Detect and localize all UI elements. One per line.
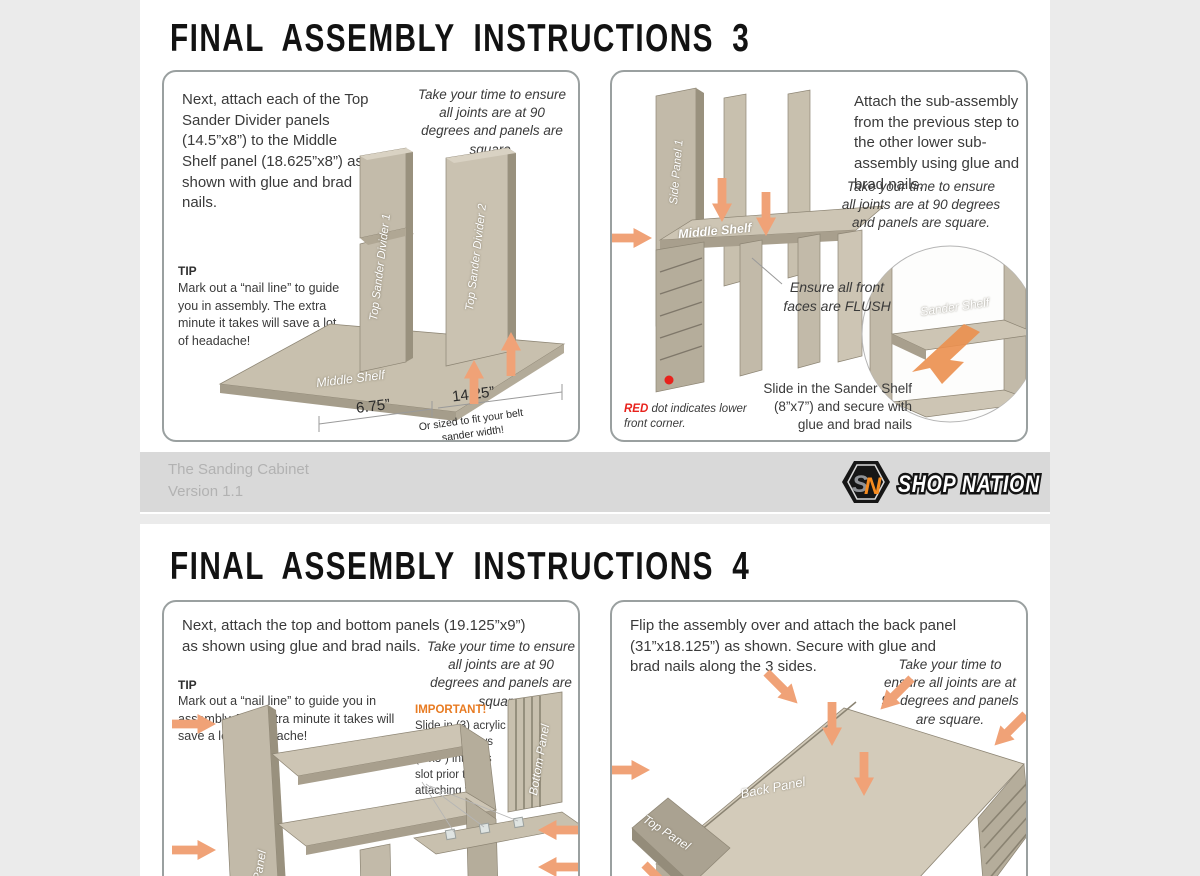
tip-heading: TIP (178, 264, 197, 278)
logo-letter-s: S (852, 471, 868, 498)
quality-note: Take your time to ensure all joints are … (881, 657, 1019, 727)
document-info: The Sanding Cabinet Version 1.1 (168, 459, 309, 503)
diagram-subassembly (655, 87, 1026, 423)
tip-heading: TIP (178, 678, 197, 692)
step-panel-join-subassemblies: Attach the sub-assembly from the previou… (610, 70, 1028, 442)
page-title: FINAL ASSEMBLY INSTRUCTIONS 3 (170, 16, 751, 60)
flush-note: Ensure all front faces are FLUSH (783, 279, 891, 314)
version: Version 1.1 (168, 482, 244, 500)
diagram-back-panel (631, 701, 1026, 876)
product-name: The Sanding Cabinet (168, 461, 309, 478)
instruction-text: Next, attach the top and bottom panels (… (182, 617, 526, 655)
page-instructions-4: FINAL ASSEMBLY INSTRUCTIONS 4 Next, atta… (140, 524, 1050, 876)
logo-text: SHOP NATION (898, 471, 1040, 498)
red-dot-note: RED dot indicates lower front corner. (624, 402, 754, 432)
quality-note: Take your time to ensure all joints are … (841, 179, 1001, 231)
important-heading: IMPORTANT! (415, 704, 487, 716)
page-instructions-3: FINAL ASSEMBLY INSTRUCTIONS 3 Next, atta… (140, 0, 1050, 514)
step-panel-top-bottom-panels: Next, attach the top and bottom panels (… (162, 600, 580, 876)
page-title: FINAL ASSEMBLY INSTRUCTIONS 4 (170, 544, 751, 588)
step-panel-attach-dividers: Next, attach each of the Top Sander Divi… (162, 70, 580, 442)
step-panel-back-panel: Flip the assembly over and attach the ba… (610, 600, 1028, 876)
slide-in-note: Slide in the Sander Shelf (8”x7”) and se… (763, 381, 912, 433)
instruction-text: Flip the assembly over and attach the ba… (630, 617, 957, 676)
shop-nation-logo: S N SHOP NATION (842, 461, 1042, 503)
tip-text: Mark out a “nail line” to guide you in a… (178, 281, 340, 348)
instruction-text: Next, attach each of the Top Sander Divi… (182, 91, 369, 212)
diagram-top-bottom-panels (221, 691, 578, 876)
instruction-text: Attach the sub-assembly from the previou… (854, 93, 1020, 193)
red-dot-word: RED (624, 403, 649, 415)
diagram-divider-assembly (218, 147, 566, 432)
logo-letter-n: N (864, 473, 882, 500)
red-dot-rest: dot indicates lower front corner. (624, 403, 747, 430)
footer-bar: The Sanding Cabinet Version 1.1 S N SHOP… (140, 452, 1050, 512)
